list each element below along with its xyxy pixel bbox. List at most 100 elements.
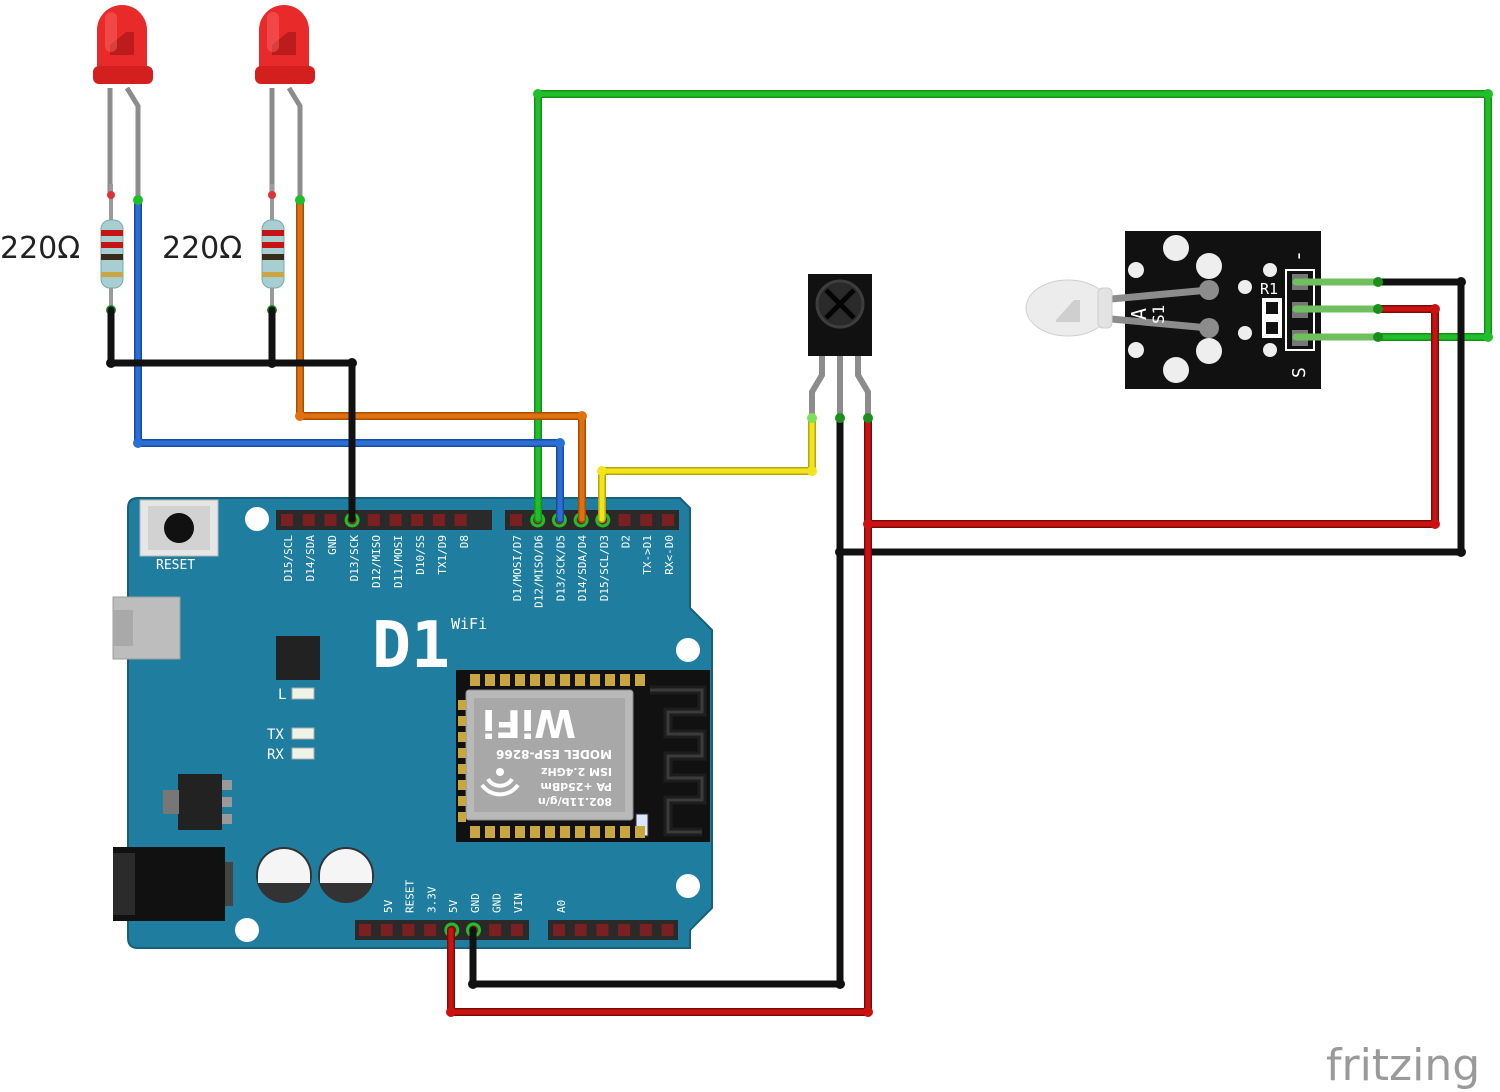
esp-line2: PA +25dBm (540, 780, 612, 793)
pin-label: D12/MISO (370, 535, 383, 588)
pin-label: 3.3V (425, 886, 438, 913)
esp-pad (458, 748, 466, 758)
esp-line4: MODEL ESP-8266 (496, 747, 612, 761)
header-pin[interactable] (618, 514, 631, 526)
header-pin[interactable] (402, 924, 415, 936)
ir-module (1025, 231, 1321, 389)
esp-pad (458, 780, 466, 790)
pin-label: RESET (404, 880, 417, 913)
esp-pad (635, 826, 645, 838)
header-pin[interactable] (618, 924, 631, 936)
header-pin[interactable] (281, 514, 293, 526)
esp-pad (458, 764, 466, 774)
resistor-2-label: 220Ω (162, 231, 242, 266)
esp-pad (530, 826, 540, 838)
pin-label: GND (326, 535, 339, 555)
pin-label: D13/SCK/D5 (554, 535, 567, 601)
pin-label: GND (469, 893, 482, 913)
pin-label: D14/SDA (304, 535, 317, 582)
led-l (291, 687, 315, 700)
header-pin[interactable] (359, 924, 371, 936)
ir-label-s: S (1289, 367, 1310, 378)
header-pin[interactable] (389, 514, 402, 526)
header-pin[interactable] (380, 924, 393, 936)
header-pin[interactable] (661, 924, 674, 936)
esp-pad (470, 674, 480, 686)
capacitor-1 (256, 847, 312, 903)
pin-label: GND (491, 893, 504, 913)
led-tx (291, 727, 315, 740)
pin-label: 5V (447, 899, 460, 913)
capacitor-2 (318, 847, 374, 903)
header-pin[interactable] (640, 514, 653, 526)
pin-label: D1/MOSI/D7 (511, 535, 524, 601)
esp-pad (635, 674, 645, 686)
esp-pad (458, 716, 466, 726)
header-bottom (355, 920, 678, 940)
led-2 (255, 5, 315, 200)
ir-label-minus: - (1286, 250, 1310, 262)
esp-pad (470, 826, 480, 838)
esp-pad (620, 826, 630, 838)
pin-label: D14/SDA/D4 (576, 535, 589, 602)
header-pin[interactable] (510, 924, 523, 936)
d1-board: RESET L TX RX (112, 497, 713, 949)
pin-label: D13/SCK (348, 535, 361, 582)
pin-label: D2 (620, 535, 633, 548)
led-rx-label: RX (267, 747, 284, 763)
reset-button[interactable] (139, 499, 219, 557)
header-pin[interactable] (489, 924, 502, 936)
esp-label-block: 802.11b/g/n PA +25dBm ISM 2.4GHz MODEL E… (482, 701, 612, 808)
esp-pad (575, 674, 585, 686)
resistor-2 (261, 184, 285, 315)
led-1 (93, 5, 153, 200)
esp-pad (500, 826, 510, 838)
esp-pad (560, 674, 570, 686)
header-pin[interactable] (510, 514, 522, 526)
header-pin[interactable] (454, 514, 467, 526)
pin-label: VIN (512, 893, 525, 913)
header-pin[interactable] (574, 924, 587, 936)
esp-line3: ISM 2.4GHz (541, 765, 612, 778)
esp-pad (458, 796, 466, 806)
esp-antenna (650, 685, 707, 837)
header-pin[interactable] (432, 514, 445, 526)
esp-pad (458, 732, 466, 742)
ir-label-r1: R1 (1260, 280, 1278, 298)
pin-label: RX<-D0 (663, 535, 676, 575)
ir-receiver (808, 274, 872, 420)
fritzing-logo: fritzing (1326, 1040, 1480, 1091)
header-pin[interactable] (661, 514, 674, 526)
esp-pad (500, 674, 510, 686)
pin-label: D15/SCL/D3 (598, 535, 611, 601)
header-pin[interactable] (411, 514, 424, 526)
wire-black-receiver (469, 414, 844, 988)
reset-label: RESET (156, 558, 195, 573)
esp-pad (620, 674, 630, 686)
header-top-right (505, 510, 679, 530)
header-pin[interactable] (367, 514, 380, 526)
esp-pad (560, 826, 570, 838)
led-tx-label: TX (267, 727, 284, 743)
header-pin[interactable] (424, 924, 437, 936)
header-pin[interactable] (639, 924, 652, 936)
ir-label-s1: S1 (1149, 305, 1168, 324)
header-pin[interactable] (553, 924, 565, 936)
pin-label-a0: A0 (555, 900, 568, 913)
esp-pad (458, 700, 466, 710)
esp-pad (590, 674, 600, 686)
header-pin[interactable] (596, 924, 609, 936)
led-l-label: L (278, 687, 286, 703)
header-pin[interactable] (302, 514, 315, 526)
resistor-1-label: 220Ω (0, 231, 80, 266)
esp-pad (545, 826, 555, 838)
pin-label: D15/SCL (282, 535, 295, 582)
led-rx (291, 747, 315, 760)
wire-black-gnd (107, 306, 356, 523)
esp-wifi: WiFi (482, 701, 576, 745)
header-pin[interactable] (324, 514, 337, 526)
